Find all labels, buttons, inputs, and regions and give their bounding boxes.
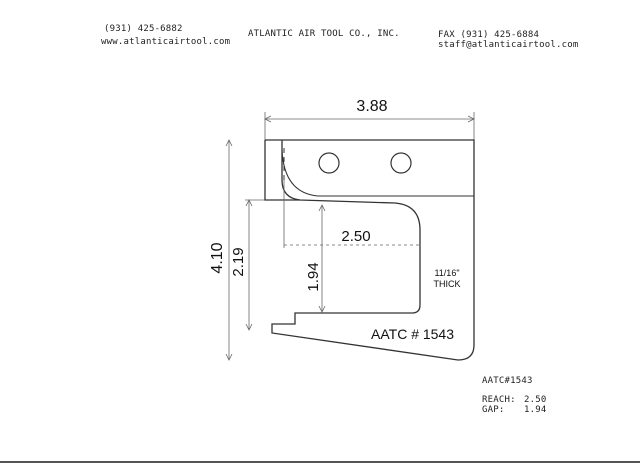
page-bottom-edge [0,461,640,463]
gap-dim-label: 1.94 [305,262,322,291]
part-outline [264,139,475,361]
mounting-hole [390,152,412,174]
spec-gap-value: 1.94 [524,405,547,415]
thickness-note: 11/16" [434,268,459,278]
email-address: staff@atlanticairtool.com [438,40,579,50]
inner-height-dim-label: 2.19 [230,247,247,276]
spec-reach-label: REACH: [482,395,516,405]
phone-number: (931) 425-6882 [104,24,183,34]
spec-reach-value: 2.50 [524,395,547,405]
website-url: www.atlanticairtool.com [101,37,231,47]
height-dimension: 4.10 [209,139,233,361]
reach-dimension: 2.50 [283,180,420,248]
mounting-hole [318,152,340,174]
height-dim-label: 4.10 [209,242,226,273]
spec-gap-label: GAP: [482,405,505,415]
gap-dimension: 1.94 [305,204,326,313]
width-dimension: 3.88 [264,98,475,140]
part-label: AATC # 1543 [371,326,454,342]
width-dim-label: 3.88 [356,98,387,115]
inner-height-dimension: 2.19 [230,199,300,331]
company-name: ATLANTIC AIR TOOL CO., INC. [248,29,400,39]
spec-part-number: AATC#1543 [482,376,533,386]
thickness-note-unit: THICK [434,279,461,289]
reach-dim-label: 2.50 [341,228,370,245]
fax-number: FAX (931) 425-6884 [438,30,540,40]
